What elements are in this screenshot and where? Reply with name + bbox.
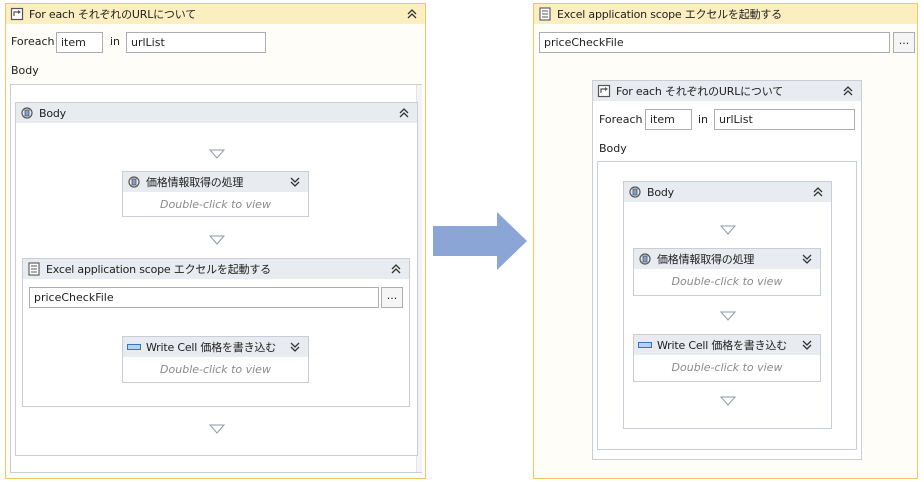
transform-arrow-icon [433,212,527,270]
right-foreach-activity[interactable]: For each それぞれのURLについて Foreach item in ur… [592,80,862,460]
right-get-price-title: 価格情報取得の処理 [657,253,755,266]
right-write-cell-placeholder[interactable]: Double-click to view [671,361,783,374]
left-write-cell-placeholder[interactable]: Double-click to view [160,363,271,376]
right-foreach-list-field[interactable]: urlList [714,109,855,130]
drop-target-triangle-icon[interactable] [209,235,225,245]
drop-target-triangle-icon[interactable] [720,225,736,235]
invoke-workflow-icon [638,252,652,266]
left-excel-scope-title: Excel application scope エクセルを起動する [46,263,271,276]
drop-target-triangle-icon[interactable] [720,396,736,406]
chevron-down-double-icon[interactable] [288,175,302,189]
right-get-price-header[interactable]: 価格情報取得の処理 [634,249,820,269]
drop-target-triangle-icon[interactable] [209,149,225,159]
right-body-container[interactable]: Body 価格情報取得の処理 Double-click to view [597,161,857,450]
left-excel-file-field[interactable]: priceCheckFile [29,287,379,308]
left-body-sequence-title: Body [39,106,66,120]
right-write-cell-activity[interactable]: Write Cell 価格を書き込む Double-click to view [633,334,821,382]
right-foreach-in-label: in [698,113,709,126]
chevron-up-double-icon[interactable] [841,84,855,98]
right-body-sequence-title: Body [647,185,674,199]
left-foreach-item-field[interactable]: item [56,32,103,53]
left-foreach-in-label: in [110,35,121,48]
left-foreach-label: Foreach [11,35,55,48]
sequence-icon [628,185,642,199]
right-get-price-activity[interactable]: 価格情報取得の処理 Double-click to view [633,248,821,296]
left-write-cell-header[interactable]: Write Cell 価格を書き込む [123,337,308,357]
right-foreach-label: Foreach [599,113,643,126]
right-excel-scope-activity[interactable]: Excel application scope エクセルを起動する priceC… [533,3,918,479]
right-foreach-item-field[interactable]: item [645,109,692,130]
foreach-icon [10,7,24,21]
left-foreach-header[interactable]: For each それぞれのURLについて [6,4,425,24]
drop-target-triangle-icon[interactable] [209,424,225,434]
right-foreach-title: For each それぞれのURLについて [616,85,784,98]
invoke-workflow-icon [127,175,141,189]
right-write-cell-title: Write Cell 価格を書き込む [657,339,787,352]
chevron-up-double-icon[interactable] [405,7,419,21]
chevron-down-double-icon[interactable] [288,340,302,354]
excel-scope-icon [27,262,41,276]
chevron-up-double-icon[interactable] [811,185,825,199]
right-excel-browse-button[interactable]: ... [893,32,915,53]
left-foreach-body-label: Body [11,64,39,77]
right-body-sequence[interactable]: Body 価格情報取得の処理 Double-click to view [623,181,832,429]
left-write-cell-title: Write Cell 価格を書き込む [146,341,276,354]
right-get-price-placeholder[interactable]: Double-click to view [671,275,783,288]
left-body-sequence-header[interactable]: Body [16,103,417,123]
right-foreach-body-label: Body [599,142,627,155]
left-excel-scope-header[interactable]: Excel application scope エクセルを起動する [23,259,409,279]
drop-target-triangle-icon[interactable] [720,311,736,321]
left-foreach-title: For each それぞれのURLについて [29,8,197,21]
left-body-sequence[interactable]: Body 価格情報取得の処理 Double-click to view Exce… [15,102,418,456]
foreach-icon [597,84,611,98]
right-write-cell-header[interactable]: Write Cell 価格を書き込む [634,335,820,355]
chevron-up-double-icon[interactable] [389,262,403,276]
left-foreach-list-field[interactable]: urlList [126,32,266,53]
left-get-price-title: 価格情報取得の処理 [146,176,244,189]
left-write-cell-activity[interactable]: Write Cell 価格を書き込む Double-click to view [122,336,309,383]
right-body-sequence-header[interactable]: Body [624,182,831,202]
write-cell-icon [127,340,141,354]
chevron-down-double-icon[interactable] [800,338,814,352]
excel-scope-icon [538,7,552,21]
left-body-container[interactable]: Body 価格情報取得の処理 Double-click to view Exce… [10,84,422,473]
left-get-price-header[interactable]: 価格情報取得の処理 [123,172,308,192]
right-foreach-header[interactable]: For each それぞれのURLについて [593,81,861,101]
right-excel-file-field[interactable]: priceCheckFile [539,32,890,53]
left-excel-scope-activity[interactable]: Excel application scope エクセルを起動する priceC… [22,258,410,407]
left-foreach-activity[interactable]: For each それぞれのURLについて Foreach item in ur… [5,3,426,479]
write-cell-icon [638,338,652,352]
chevron-up-double-icon[interactable] [397,106,411,120]
left-excel-browse-button[interactable]: ... [381,287,403,308]
chevron-down-double-icon[interactable] [800,252,814,266]
right-excel-scope-title: Excel application scope エクセルを起動する [557,8,782,21]
left-get-price-activity[interactable]: 価格情報取得の処理 Double-click to view [122,171,309,217]
left-get-price-placeholder[interactable]: Double-click to view [160,198,271,211]
sequence-icon [20,106,34,120]
right-excel-scope-header[interactable]: Excel application scope エクセルを起動する [534,4,917,24]
